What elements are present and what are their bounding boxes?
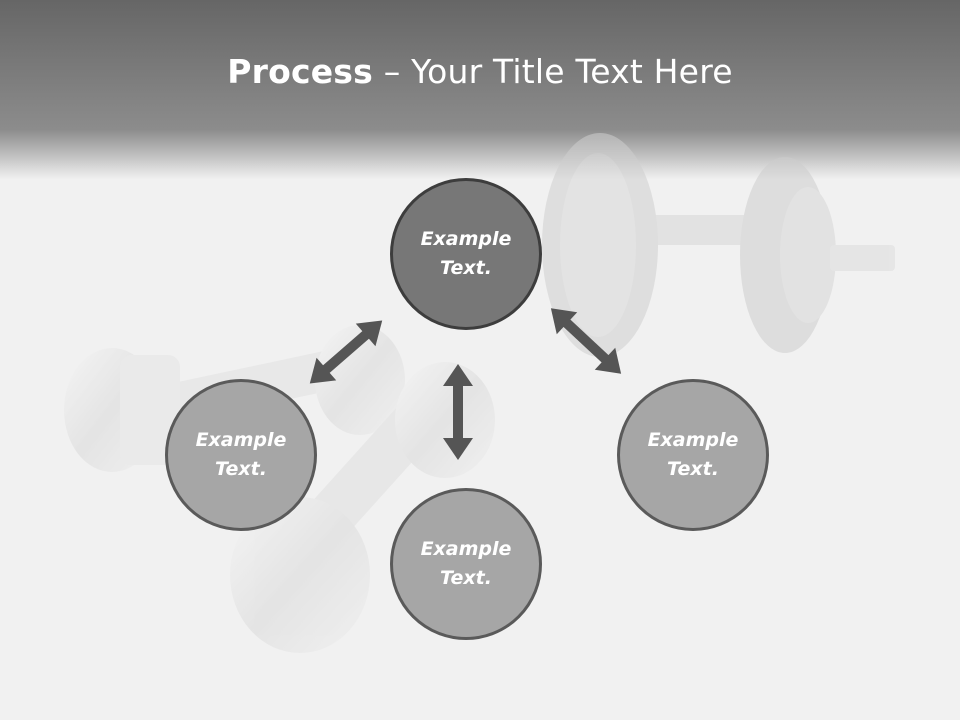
title-rest: Your Title Text Here bbox=[411, 52, 733, 91]
process-node-left[interactable]: Example Text. bbox=[165, 379, 317, 531]
slide-title: Process – Your Title Text Here bbox=[0, 52, 960, 91]
process-node-top-label: Example Text. bbox=[420, 228, 512, 279]
title-bold: Process bbox=[227, 52, 373, 91]
process-node-right-label: Example Text. bbox=[647, 429, 739, 480]
process-node-right[interactable]: Example Text. bbox=[617, 379, 769, 531]
process-node-bottom-label: Example Text. bbox=[420, 538, 512, 589]
process-node-bottom[interactable]: Example Text. bbox=[390, 488, 542, 640]
process-node-left-label: Example Text. bbox=[195, 429, 287, 480]
title-dash: – bbox=[373, 52, 412, 91]
process-node-top[interactable]: Example Text. bbox=[390, 178, 542, 330]
